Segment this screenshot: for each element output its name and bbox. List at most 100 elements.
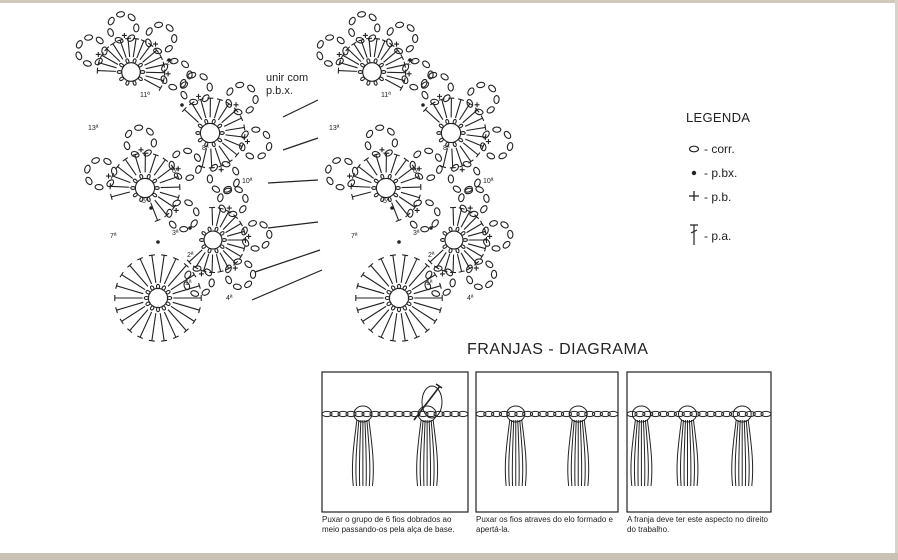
treble-top [403,157,410,162]
chain-stitch [407,295,414,301]
chain-stitch [245,152,255,160]
treble-stitch [203,253,210,272]
treble-stitch [159,191,179,199]
rope-chain [377,410,389,418]
treble-stitch [466,246,483,257]
chain-stitch [125,58,130,64]
chain-stitch [126,34,136,42]
tassel-strand [690,419,695,487]
treble-stitch [129,309,149,332]
chain-stitch [425,199,434,207]
chain-stitch [145,289,151,295]
treble-stitch [157,196,175,208]
treble-stitch [201,148,207,168]
chain-stitch [149,285,155,291]
center-ring [444,230,464,250]
treble-top [474,107,480,113]
treble-top [475,152,481,158]
crochet-motif [75,11,193,92]
tassel-strand [642,419,646,487]
chain-stitch [161,285,167,291]
chain-stitch [195,131,201,135]
chain-stitch [168,160,175,170]
treble-top [378,256,385,261]
tassel-strand [511,419,515,487]
treble-stitch [116,301,144,311]
tassel-strand [419,419,424,487]
chain-stitch [427,70,434,80]
chain-stitch [335,57,344,66]
chain-stitch [410,57,420,65]
treble-stitch [377,40,386,59]
chain-stitch [489,220,498,227]
chain-stitch [347,179,356,188]
crochet-motif [424,185,514,297]
chain-stitch [166,208,173,218]
treble-top [161,339,168,342]
chain-stitch [197,137,203,143]
treble-top [474,260,480,266]
legend-label-chain: - corr. [704,142,735,156]
treble-stitch [223,117,242,127]
tassel-strand [567,419,573,487]
treble-stitch [357,285,385,295]
treble-stitch [413,301,441,311]
treble-top [368,262,374,268]
treble-stitch [353,43,365,60]
chain-stitch [247,84,256,93]
rope-chain [760,410,772,418]
treble-stitch [413,285,441,295]
chain-stitch [462,160,472,168]
chain-stitch [474,108,484,116]
treble-top [351,41,357,46]
treble-top [217,270,224,273]
chain-stitch [476,81,486,89]
treble-top [243,134,246,141]
treble-stitch [117,166,134,179]
join-line [282,99,319,118]
treble-top [433,271,438,278]
single-crochet [379,147,385,153]
chain-stitch [402,305,408,311]
treble-stitch [362,305,387,322]
chain-stitch [119,76,125,82]
chain-stitch [210,163,219,172]
chain-stitch [155,306,161,313]
treble-top [466,209,473,214]
treble-stitch [353,175,372,184]
chain-stitch [482,130,490,139]
single-crochet [165,71,171,77]
treble-stitch [151,255,157,283]
treble-top [402,254,409,257]
single-crochet [152,41,158,47]
chain-stitch [406,24,415,32]
treble-top [351,172,355,179]
chain-stitch [420,78,428,88]
round-number-label: 3ª [413,230,420,237]
chain-stitch [375,124,385,131]
chain-stitch [82,60,92,67]
treble-stitch [385,56,403,66]
treble-top [181,106,187,113]
chain-stitch [152,192,158,198]
treble-top [351,193,354,200]
treble-stitch [455,147,463,167]
panel-border [321,371,469,513]
rope-chain [337,410,349,418]
chain-stitch [160,75,168,85]
chain-stitch [204,268,213,277]
treble-icon [688,222,700,249]
rope-chain [665,410,677,418]
chain-stitch [146,196,151,203]
tassel-strand [583,419,590,487]
treble-stitch [408,264,428,287]
rope-chain [697,410,709,418]
rope-chain [607,410,619,418]
tassel-strand [579,419,583,487]
tassel-strand [683,419,686,487]
join-line [251,269,323,301]
single-crochet [393,41,399,47]
tassel-strand [416,419,422,487]
treble-stitch [386,75,405,82]
chain-stitch [449,278,456,288]
